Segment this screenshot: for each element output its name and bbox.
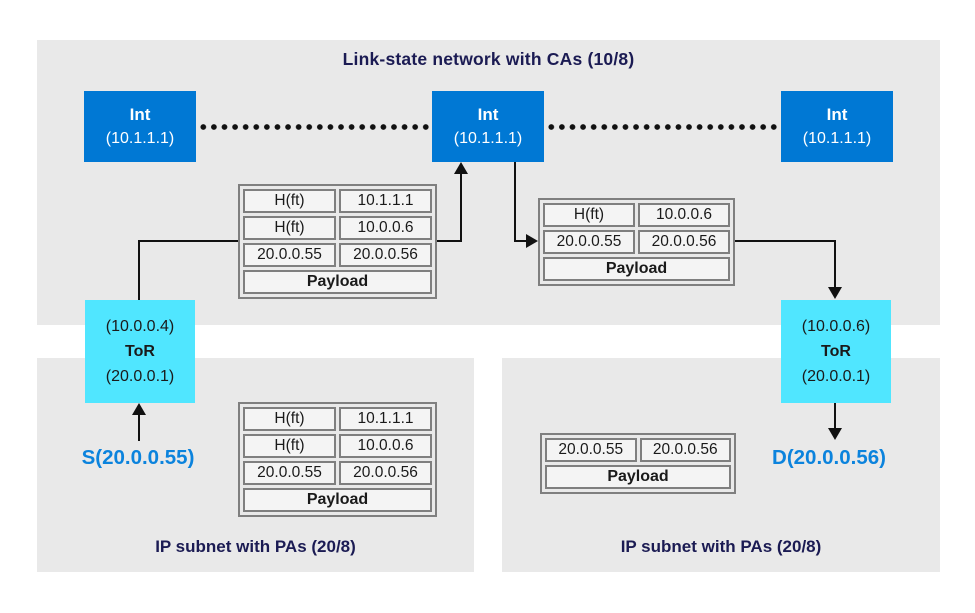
dotted-link-right (546, 124, 779, 130)
packet-cell: H(ft) (543, 203, 635, 227)
int-node-middle: Int (10.1.1.1) (432, 91, 544, 162)
table-row: H(ft) 10.0.0.6 (243, 434, 432, 458)
table-row: H(ft) 10.0.0.6 (243, 216, 432, 240)
connector-line (138, 240, 238, 242)
int-node-right: Int (10.1.1.1) (781, 91, 893, 162)
source-endpoint-label: S(20.0.0.55) (81, 446, 195, 469)
int-node-middle-label: Int (477, 105, 499, 124)
destination-endpoint-label: D(20.0.0.56) (772, 446, 886, 469)
arrow-down-icon (828, 287, 842, 299)
payload-cell: Payload (543, 257, 730, 281)
packet-cell: H(ft) (243, 434, 336, 458)
packet-cell: 20.0.0.56 (339, 461, 432, 485)
arrow-up-icon (454, 162, 468, 174)
arrow-up-icon (132, 403, 146, 415)
int-node-left: Int (10.1.1.1) (84, 91, 196, 162)
packet-cell: 20.0.0.55 (543, 230, 635, 254)
int-node-right-address: (10.1.1.1) (802, 130, 872, 147)
packet-table-subnet-right: 20.0.0.55 20.0.0.56 Payload (540, 433, 736, 494)
packet-cell: 20.0.0.56 (339, 243, 432, 267)
table-row: H(ft) 10.1.1.1 (243, 189, 432, 213)
packet-table-encap-left: H(ft) 10.1.1.1 H(ft) 10.0.0.6 20.0.0.55 … (238, 184, 437, 299)
packet-table-subnet-left: H(ft) 10.1.1.1 H(ft) 10.0.0.6 20.0.0.55 … (238, 402, 437, 517)
payload-cell: Payload (243, 270, 432, 294)
tor-node-left: (10.0.0.4) ToR (20.0.0.1) (85, 300, 195, 403)
table-row: Payload (543, 257, 730, 281)
tor-right-ca-address: (10.0.0.6) (801, 317, 871, 335)
connector-line (138, 240, 140, 300)
int-node-left-address: (10.1.1.1) (105, 130, 175, 147)
packet-table-decap-right: H(ft) 10.0.0.6 20.0.0.55 20.0.0.56 Paylo… (538, 198, 735, 286)
tor-node-right: (10.0.0.6) ToR (20.0.0.1) (781, 300, 891, 403)
connector-line (514, 162, 516, 242)
tor-left-ca-address: (10.0.0.4) (105, 317, 175, 335)
table-row: H(ft) 10.1.1.1 (243, 407, 432, 431)
connector-line (735, 240, 836, 242)
int-node-left-label: Int (129, 105, 151, 124)
tor-right-label: ToR (821, 342, 851, 360)
packet-cell: H(ft) (243, 407, 336, 431)
table-row: 20.0.0.55 20.0.0.56 (243, 243, 432, 267)
connector-line (834, 240, 836, 289)
connector-line (460, 172, 462, 242)
connector-line (138, 413, 140, 441)
packet-cell: 10.0.0.6 (339, 434, 432, 458)
payload-cell: Payload (243, 488, 432, 512)
packet-cell: H(ft) (243, 216, 336, 240)
packet-cell: 20.0.0.55 (545, 438, 637, 462)
tor-left-pa-address: (20.0.0.1) (105, 367, 175, 385)
table-row: Payload (545, 465, 731, 489)
table-row: H(ft) 10.0.0.6 (543, 203, 730, 227)
table-row: 20.0.0.55 20.0.0.56 (545, 438, 731, 462)
table-row: 20.0.0.55 20.0.0.56 (243, 461, 432, 485)
dotted-link-left (198, 124, 430, 130)
panel-linkstate-network: Link-state network with CAs (10/8) (37, 40, 940, 325)
arrow-down-icon (828, 428, 842, 440)
int-node-middle-address: (10.1.1.1) (453, 130, 523, 147)
connector-line (437, 240, 462, 242)
packet-cell: 10.1.1.1 (339, 189, 432, 213)
connector-line (834, 403, 836, 430)
packet-cell: 20.0.0.56 (639, 438, 731, 462)
packet-cell: 20.0.0.55 (243, 243, 336, 267)
table-row: 20.0.0.55 20.0.0.56 (543, 230, 730, 254)
connector-line (514, 240, 528, 242)
packet-cell: 10.0.0.6 (638, 203, 730, 227)
arrow-right-icon (526, 234, 538, 248)
packet-cell: 10.0.0.6 (339, 216, 432, 240)
int-node-right-label: Int (826, 105, 848, 124)
packet-cell: 20.0.0.56 (638, 230, 730, 254)
ip-subnet-right-label: IP subnet with PAs (20/8) (620, 537, 822, 556)
packet-cell: 10.1.1.1 (339, 407, 432, 431)
linkstate-network-title: Link-state network with CAs (10/8) (342, 49, 635, 69)
tor-left-label: ToR (125, 342, 155, 360)
table-row: Payload (243, 488, 432, 512)
ip-subnet-left-label: IP subnet with PAs (20/8) (155, 537, 356, 556)
tor-right-pa-address: (20.0.0.1) (801, 367, 871, 385)
packet-cell: 20.0.0.55 (243, 461, 336, 485)
payload-cell: Payload (545, 465, 731, 489)
table-row: Payload (243, 270, 432, 294)
packet-cell: H(ft) (243, 189, 336, 213)
